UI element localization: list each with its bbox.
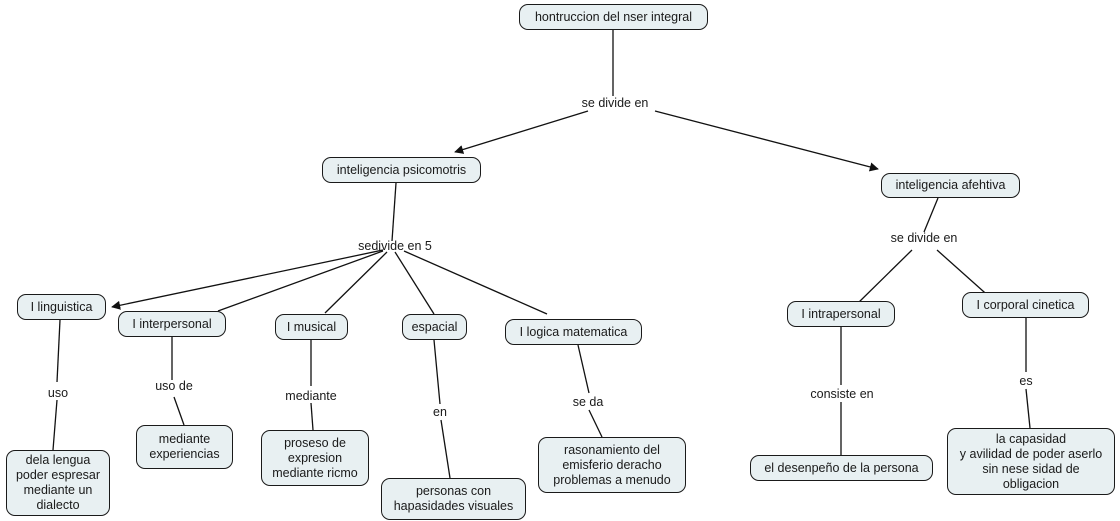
node-capasidad-avilidad[interactable]: la capasidad y avilidad de poder aserlo … [947, 428, 1115, 495]
edge-logica-to-seda [577, 344, 590, 394]
edge-usode-to-experiencias [173, 396, 185, 426]
link-label-consiste-en: consiste en [810, 387, 874, 401]
edge-uso-to-dialecto [52, 399, 58, 451]
edge-psicomotris-to-split5 [391, 182, 397, 242]
node-mediante-experiencias[interactable]: mediante experiencias [136, 425, 233, 469]
node-desenpeno-persona[interactable]: el desenpeño de la persona [750, 455, 933, 481]
edge-split5-to-logica [403, 250, 548, 315]
node-i-interpersonal[interactable]: I interpersonal [118, 311, 226, 337]
node-rasonamiento-emisferio[interactable]: rasonamiento del emisferio deracho probl… [538, 437, 686, 493]
edge-seda-to-emisferio [588, 409, 603, 438]
node-inteligencia-afehtiva[interactable]: inteligencia afehtiva [881, 173, 1020, 198]
edge-divide2-to-intrapersonal [855, 249, 913, 306]
node-i-corporal-cinetica[interactable]: I corporal cinetica [962, 292, 1089, 318]
link-label-uso: uso [47, 386, 69, 400]
node-i-intrapersonal[interactable]: I intrapersonal [787, 301, 895, 327]
node-espacial[interactable]: espacial [402, 314, 467, 340]
edge-mediante-to-ricmo [310, 402, 314, 431]
edge-split5-to-linguistica [111, 249, 384, 310]
edge-split5-to-interpersonal [217, 250, 384, 312]
node-inteligencia-psicomotris[interactable]: inteligencia psicomotris [322, 157, 481, 183]
edge-linguistica-to-uso [56, 319, 61, 383]
edge-split5-to-musical [324, 251, 388, 314]
link-label-se-da: se da [572, 395, 604, 409]
link-label-sedivide-en-5: sedivide en 5 [358, 239, 432, 253]
edge-split5-to-espacial [394, 251, 435, 315]
node-dela-lengua-dialecto[interactable]: dela lengua poder espresar mediante un d… [6, 450, 110, 516]
node-personas-hapasidades-visuales[interactable]: personas con hapasidades visuales [381, 478, 526, 520]
edge-afehtiva-to-divide2 [923, 197, 939, 233]
edge-en-to-visuales [440, 419, 451, 479]
edge-espacial-to-en [433, 339, 441, 405]
link-label-mediante: mediante [285, 389, 337, 403]
link-label-en: en [433, 405, 447, 419]
node-i-musical[interactable]: I musical [275, 314, 348, 340]
edge-divide-to-afehtiva [654, 110, 879, 172]
node-i-logica-matematica[interactable]: I logica matematica [505, 319, 642, 345]
link-label-se-divide-en-afehtiva: se divide en [890, 231, 958, 245]
link-label-es: es [1019, 374, 1033, 388]
link-label-uso-de: uso de [155, 379, 193, 393]
edge-divide-to-psicomotris [454, 110, 589, 154]
edge-es-to-capasidad [1025, 388, 1031, 429]
node-root[interactable]: hontruccion del nser integral [519, 4, 708, 30]
link-label-se-divide-en-root: se divide en [581, 96, 649, 110]
node-i-linguistica[interactable]: I linguistica [17, 294, 106, 320]
node-proseso-expresion-ricmo[interactable]: proseso de expresion mediante ricmo [261, 430, 369, 486]
